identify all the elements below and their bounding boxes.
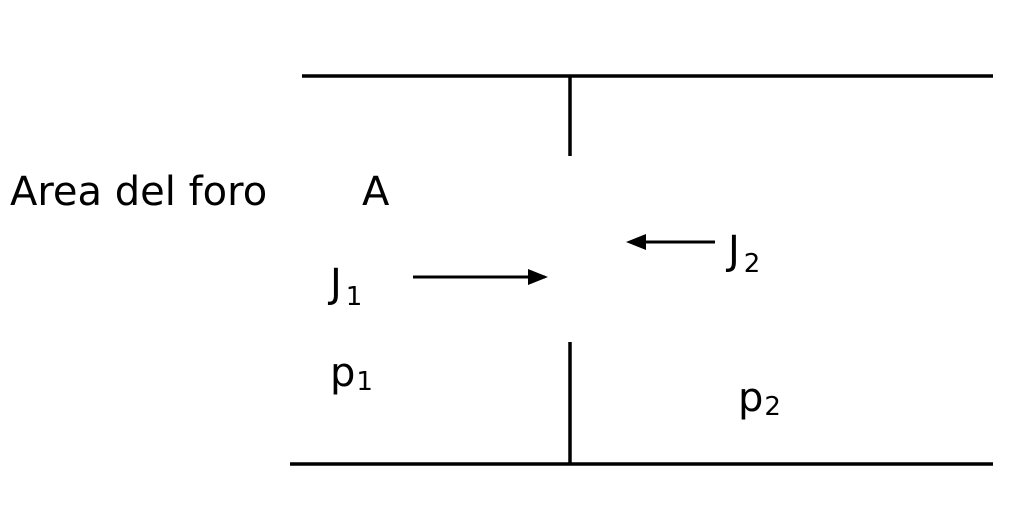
arrowhead-left [626, 234, 646, 250]
area-label: Area del foro [10, 169, 267, 215]
arrowhead-right [528, 269, 548, 285]
pressure-left-label: p1 [330, 350, 373, 397]
area-symbol: A [362, 169, 390, 215]
pressure-right-label: p2 [738, 375, 781, 422]
